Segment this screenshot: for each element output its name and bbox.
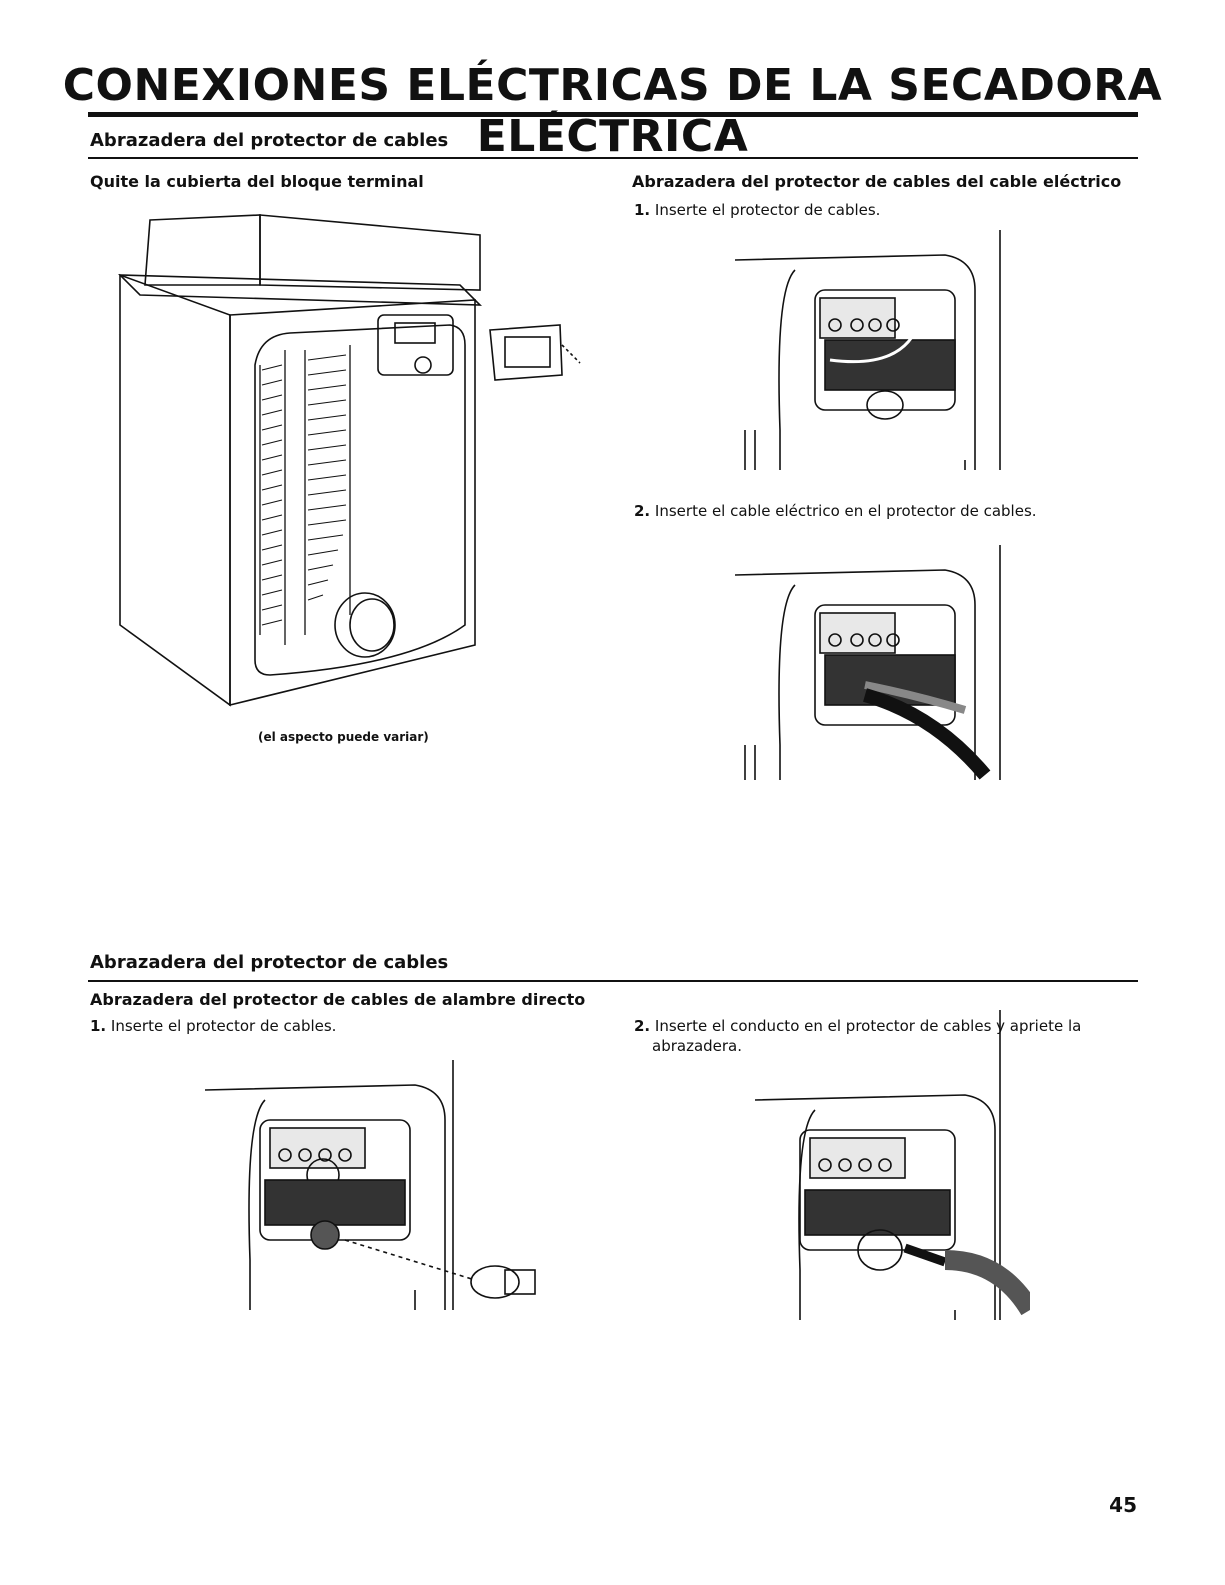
- subheading-direct-wire: Abrazadera del protector de cables de al…: [90, 990, 586, 1009]
- step-1-power-cord: 1. Inserte el protector de cables.: [634, 201, 881, 219]
- insert-power-cord-figure: [735, 545, 1001, 780]
- step-1-direct-wire: 1. Inserte el protector de cables.: [90, 1017, 337, 1035]
- step-2-power-cord: 2. Inserte el cable eléctrico en el prot…: [634, 502, 1037, 520]
- section-heading-1: Abrazadera del protector de cables: [90, 130, 449, 151]
- section-rule-2: [88, 980, 1138, 982]
- page-number: 45: [1109, 1493, 1137, 1517]
- page-title: CONEXIONES ELÉCTRICAS DE LA SECADORA ELÉ…: [62, 60, 1163, 162]
- step-2-direct-wire: 2. Inserte el conducto en el protector d…: [634, 1017, 1082, 1055]
- direct-wire-strain-relief-figure: [205, 1060, 536, 1310]
- figure-caption: (el aspecto puede variar): [258, 730, 429, 744]
- insert-strain-relief-figure: [735, 230, 1001, 470]
- insert-conduit-figure: [755, 1010, 1030, 1320]
- section-rule-1: [88, 157, 1138, 159]
- section-heading-2: Abrazadera del protector de cables: [90, 952, 449, 973]
- title-rule: [88, 112, 1138, 117]
- subheading-power-cord-clamp: Abrazadera del protector de cables del c…: [632, 172, 1122, 191]
- subheading-remove-cover: Quite la cubierta del bloque terminal: [90, 172, 424, 191]
- dryer-back-illustration: [118, 214, 581, 707]
